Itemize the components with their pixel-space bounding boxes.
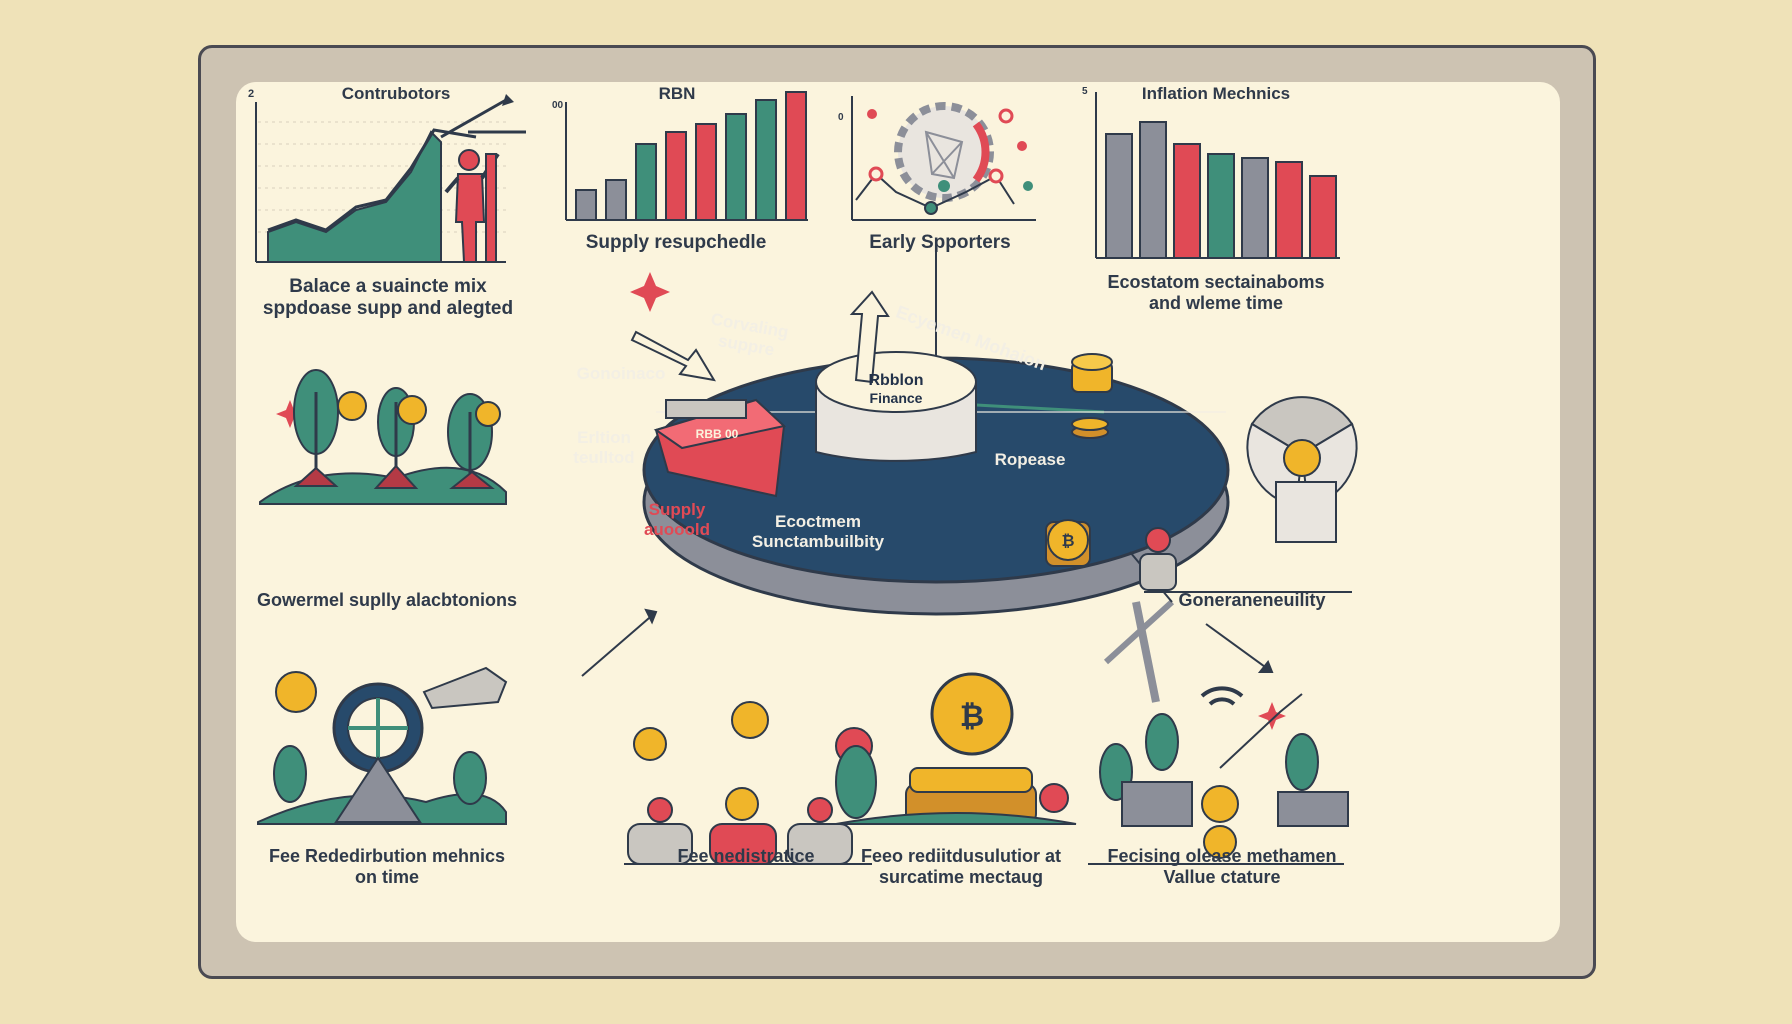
person-icon: [627, 797, 853, 865]
inflation-bar: [1139, 121, 1167, 259]
bottom-left-panel: [257, 666, 508, 825]
generane-caption: Goneraneneuility: [1178, 590, 1326, 610]
rbn-bar: [605, 179, 627, 221]
person-icon: [444, 149, 500, 263]
sparkle-icon: [276, 272, 1286, 730]
inflation-bar-chart: [1095, 92, 1340, 259]
early-supporters-title: Early Spporters: [869, 232, 1011, 253]
bottom-right-panel: [1088, 686, 1349, 865]
red-block-label: RBB 00: [695, 427, 739, 441]
rbn-bar: [755, 99, 777, 221]
gowermel-caption: Gowermel suplly alacbtonions: [256, 590, 518, 610]
trees-panel: [259, 369, 507, 505]
inflation-bar: [1275, 161, 1303, 259]
trend-arrow-icon: [440, 94, 514, 139]
coin-stack-icon: [1121, 781, 1349, 859]
rbn-bar: [785, 91, 807, 221]
early-axis-tick: 0: [838, 112, 844, 123]
infographic-art: ₿: [255, 91, 1358, 865]
tree-icon: [835, 745, 877, 819]
supply-caption: Supply resupchedle: [585, 232, 767, 253]
hand-icon: [422, 666, 508, 710]
early-supporters-chart: [851, 96, 1036, 221]
bottom-center-left-panel: [624, 701, 873, 865]
contributors-axis-ticks: 2: [248, 88, 255, 100]
ring-label-repease: Ropease: [994, 450, 1066, 469]
inflation-bar: [1105, 133, 1133, 259]
rbn-axis-tick: 00: [552, 100, 564, 111]
ring-label-gonoinaco: Gonoinaco: [576, 364, 666, 383]
inflation-bar: [1241, 157, 1269, 259]
contributors-area: [267, 130, 442, 263]
rbn-title: RBN: [658, 84, 696, 103]
pointer-arrow-icon: [630, 330, 716, 382]
inflation-bar: [1309, 175, 1337, 259]
coin-icon: [633, 701, 873, 821]
gear-icon: [894, 102, 994, 202]
coin-icon: [337, 391, 501, 427]
svg-text:₿: ₿: [1061, 532, 1074, 550]
governance-panel: [1139, 396, 1358, 593]
svg-text:₿: ₿: [960, 700, 984, 733]
central-ring: ₿: [630, 242, 1230, 703]
inflation-axis-tick: 5: [1082, 86, 1088, 97]
coin-icon: ₿: [1045, 519, 1091, 567]
inflation-bar: [1173, 143, 1201, 259]
tree-icon: [293, 369, 339, 482]
pickaxe-icon: [1103, 599, 1175, 703]
rbn-bar: [725, 113, 747, 221]
gear-icon: [332, 682, 424, 774]
inflation-title: Inflation Mechnics: [1141, 84, 1291, 103]
coin-icon: [1283, 439, 1321, 477]
contributors-title: Contrubotors: [341, 84, 451, 103]
bottom-center-right-panel: ₿: [835, 672, 1077, 825]
rbn-bar-chart: [565, 91, 808, 221]
person-icon: [1139, 527, 1177, 591]
infographic-panel: ₿: [236, 82, 1560, 942]
up-arrow-icon: [849, 290, 890, 384]
rbn-bar: [665, 131, 687, 221]
rbn-bar: [695, 123, 717, 221]
coin-stack-icon: ₿: [905, 672, 1037, 825]
rbn-bar: [575, 189, 597, 221]
rbn-bar: [635, 143, 657, 221]
coin-stack-icon: [1071, 353, 1113, 439]
inflation-bar: [1207, 153, 1235, 259]
tree-icon: [273, 745, 487, 805]
fee-nedistratice-caption: Fee nedistratice: [677, 846, 815, 866]
coin-icon: [275, 671, 317, 713]
wifi-icon: [1200, 686, 1244, 706]
contributors-chart: [255, 94, 526, 263]
